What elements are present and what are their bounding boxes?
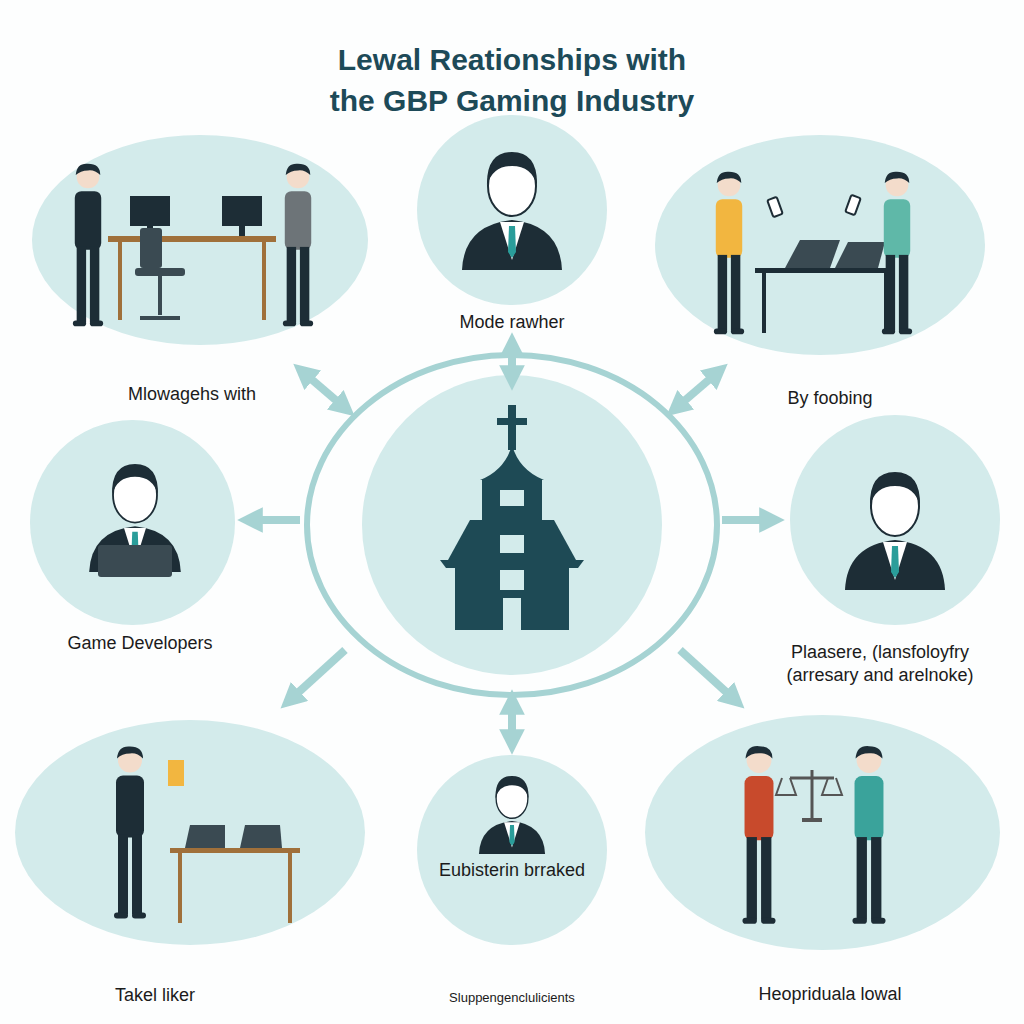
arrow bbox=[290, 650, 345, 700]
ellipse-outline bbox=[790, 415, 1000, 625]
ellipse-node: By foobing bbox=[655, 135, 985, 355]
ellipse-node: Eubisterin brraked bbox=[417, 755, 607, 945]
center-ring bbox=[307, 355, 717, 695]
double-arrow bbox=[508, 702, 516, 742]
arrow bbox=[722, 516, 772, 524]
ellipse-node: Heopriduala lowal bbox=[645, 715, 1000, 950]
double-arrow bbox=[303, 372, 345, 408]
person-bust bbox=[845, 472, 945, 590]
justice-scene bbox=[742, 746, 885, 924]
label-holder: Takel liker bbox=[5, 984, 305, 1007]
phone-scene bbox=[714, 172, 912, 335]
double-arrow bbox=[676, 372, 718, 408]
office-scene bbox=[73, 164, 313, 327]
label-holder: Heopriduala lowal bbox=[680, 983, 980, 1006]
node-label: Game Developers bbox=[67, 632, 212, 655]
arrow bbox=[250, 516, 300, 524]
center-circle bbox=[362, 375, 662, 675]
ellipse-node: Plaasere, (lansfoloyfry (arresary and ar… bbox=[790, 415, 1000, 625]
label-holder: Game Developers bbox=[25, 632, 255, 655]
label-holder: Mlowagehs with bbox=[42, 383, 342, 406]
person-bust bbox=[462, 152, 562, 270]
node-label: Plaasere, (lansfoloyfry (arresary and ar… bbox=[765, 641, 995, 688]
person-bust bbox=[479, 776, 545, 854]
desk-scene bbox=[114, 746, 300, 923]
developer-figure bbox=[89, 464, 181, 577]
ellipse-outline bbox=[417, 115, 607, 305]
double-arrow bbox=[508, 345, 516, 378]
node-label: Mode rawher bbox=[459, 311, 564, 334]
ellipse-node: Mlowagehs with bbox=[32, 135, 368, 345]
node-label: By foobing bbox=[787, 387, 872, 410]
caption: Sluppengenclulicients bbox=[312, 990, 712, 1005]
node-label: Takel liker bbox=[115, 984, 195, 1007]
label-holder: Eubisterin brraked bbox=[437, 859, 587, 882]
label-holder: By foobing bbox=[680, 387, 980, 410]
ellipse-outline bbox=[645, 715, 1000, 950]
ellipse-node: Takel liker bbox=[15, 720, 365, 945]
arrow bbox=[680, 650, 735, 700]
ellipse-node: Game Developers bbox=[30, 420, 235, 625]
node-label: Mlowagehs with bbox=[128, 383, 256, 406]
building-icon bbox=[440, 405, 584, 630]
diagram-title: Lewal Reationships with the GBP Gaming I… bbox=[282, 40, 742, 121]
label-holder: Plaasere, (lansfoloyfry (arresary and ar… bbox=[765, 641, 995, 688]
ellipse-node: Mode rawher bbox=[417, 115, 607, 305]
label-holder: Mode rawher bbox=[382, 311, 642, 334]
ellipse-outline bbox=[417, 755, 607, 945]
node-label: Heopriduala lowal bbox=[758, 983, 901, 1006]
node-label: Eubisterin brraked bbox=[439, 859, 585, 882]
ellipse-outline bbox=[30, 420, 235, 625]
ellipse-outline bbox=[15, 720, 365, 945]
ellipse-outline bbox=[32, 135, 368, 345]
ellipse-outline bbox=[655, 135, 985, 355]
